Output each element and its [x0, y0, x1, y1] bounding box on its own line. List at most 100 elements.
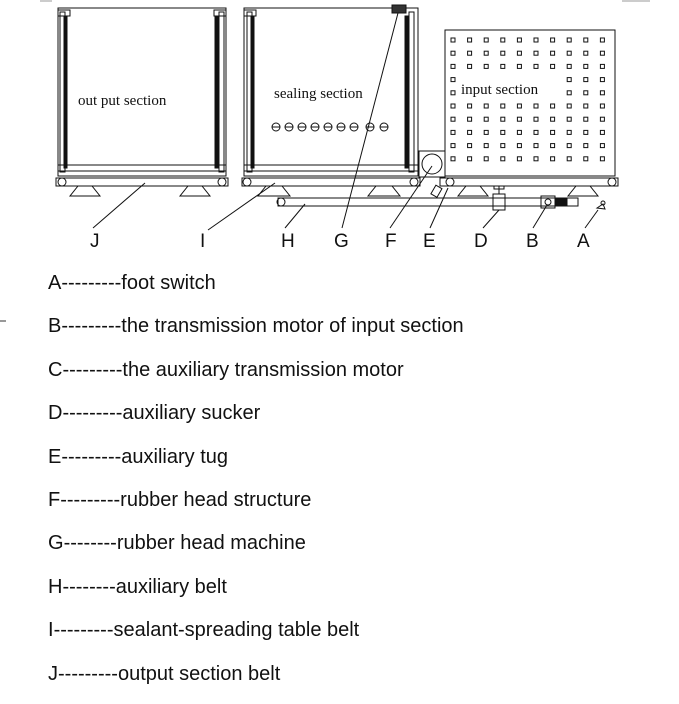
foot-switch: [595, 200, 606, 210]
roller-cell: [450, 90, 456, 96]
callout-letter-b: B: [526, 231, 539, 252]
roller-cell: [533, 50, 539, 56]
machine-diagram: out put section sealing section: [40, 0, 650, 252]
callout-letter-f: F: [385, 231, 397, 252]
roller-cell: [533, 129, 539, 135]
roller-cell: [500, 116, 506, 122]
roller-cell: [566, 156, 572, 162]
output-section-label: out put section: [78, 93, 167, 109]
roller-cell: [467, 116, 473, 122]
roller-cell: [450, 77, 456, 83]
roller-cell: [599, 90, 605, 96]
roller-cell: [483, 129, 489, 135]
roller-cell: [450, 50, 456, 56]
margin-tick-mark: [0, 320, 6, 322]
roller-cell: [566, 103, 572, 109]
roller-cell: [599, 50, 605, 56]
roller-cell: [450, 129, 456, 135]
roller-cell: [483, 116, 489, 122]
roller-cell: [516, 129, 522, 135]
input-transmission-motor: [540, 195, 568, 209]
legend-item-f: F---------rubber head structure: [48, 488, 312, 511]
roller-cell: [500, 103, 506, 109]
roller-cell: [516, 63, 522, 69]
roller-cell: [467, 50, 473, 56]
output-section: out put section: [55, 7, 229, 197]
roller-cell: [550, 116, 556, 122]
roller-cell: [599, 63, 605, 69]
legend-item-i: I---------sealant-spreading table belt: [48, 619, 360, 642]
callout-leader-lines: [92, 12, 599, 231]
roller-cell: [467, 156, 473, 162]
roller-cell: [550, 103, 556, 109]
roller-cell: [599, 37, 605, 43]
roller-cell: [533, 156, 539, 162]
roller-cell: [583, 129, 589, 135]
legend-item-j: J---------output section belt: [48, 662, 281, 685]
roller-cell: [533, 143, 539, 149]
roller-cell: [599, 129, 605, 135]
rubber-head-structure: [418, 150, 446, 178]
roller-cell: [583, 63, 589, 69]
roller-cell: [550, 129, 556, 135]
roller-cell: [566, 143, 572, 149]
legend-item-a: A---------foot switch: [48, 272, 216, 294]
roller-cell: [566, 129, 572, 135]
roller-cell: [516, 37, 522, 43]
input-section: input section: [439, 29, 619, 197]
sealing-nozzle-row: [271, 122, 389, 132]
roller-cell: [500, 143, 506, 149]
roller-cell: [566, 63, 572, 69]
callout-letter-i: I: [200, 231, 205, 252]
roller-cell: [583, 90, 589, 96]
callout-letter-j: J: [90, 231, 100, 252]
roller-cell: [483, 156, 489, 162]
roller-cell: [533, 63, 539, 69]
roller-cell: [599, 116, 605, 122]
roller-cell: [516, 50, 522, 56]
roller-cell: [516, 156, 522, 162]
roller-cell: [500, 50, 506, 56]
sealing-section: sealing section: [241, 4, 421, 197]
roller-cell: [500, 156, 506, 162]
callout-letter-e: E: [423, 231, 436, 252]
roller-cell: [566, 37, 572, 43]
roller-cell: [516, 143, 522, 149]
legend-item-g: G--------rubber head machine: [48, 532, 306, 555]
roller-cell: [500, 63, 506, 69]
roller-cell: [566, 90, 572, 96]
auxiliary-belt: [276, 197, 579, 207]
roller-cell: [533, 103, 539, 109]
roller-cell: [483, 50, 489, 56]
roller-cell: [583, 37, 589, 43]
roller-cell: [450, 156, 456, 162]
callout-letter-a: A: [577, 231, 590, 252]
roller-cell: [467, 37, 473, 43]
legend-item-e: E---------auxiliary tug: [48, 445, 229, 468]
roller-cell: [550, 143, 556, 149]
legend-item-h: H--------auxiliary belt: [48, 575, 227, 598]
roller-cell: [566, 116, 572, 122]
roller-cell: [583, 50, 589, 56]
legend-item-b: B---------the transmission motor of inpu…: [48, 315, 464, 338]
roller-cell: [566, 50, 572, 56]
callout-letter-g: G: [334, 231, 349, 252]
roller-cell: [599, 156, 605, 162]
parts-legend: A---------foot switch B---------the tran…: [48, 266, 464, 700]
roller-cell: [550, 63, 556, 69]
roller-cell: [467, 103, 473, 109]
roller-cell: [450, 37, 456, 43]
roller-cell: [533, 116, 539, 122]
roller-cell: [583, 156, 589, 162]
roller-cell: [583, 103, 589, 109]
legend-item-d: D---------auxiliary sucker: [48, 402, 261, 425]
roller-cell: [583, 116, 589, 122]
roller-cell: [599, 143, 605, 149]
roller-cell: [599, 77, 605, 83]
roller-cell: [533, 37, 539, 43]
roller-cell: [450, 103, 456, 109]
input-section-label: input section: [461, 82, 539, 98]
callout-letter-d: D: [474, 231, 488, 252]
roller-cell: [583, 77, 589, 83]
auxiliary-tug: [430, 184, 443, 199]
